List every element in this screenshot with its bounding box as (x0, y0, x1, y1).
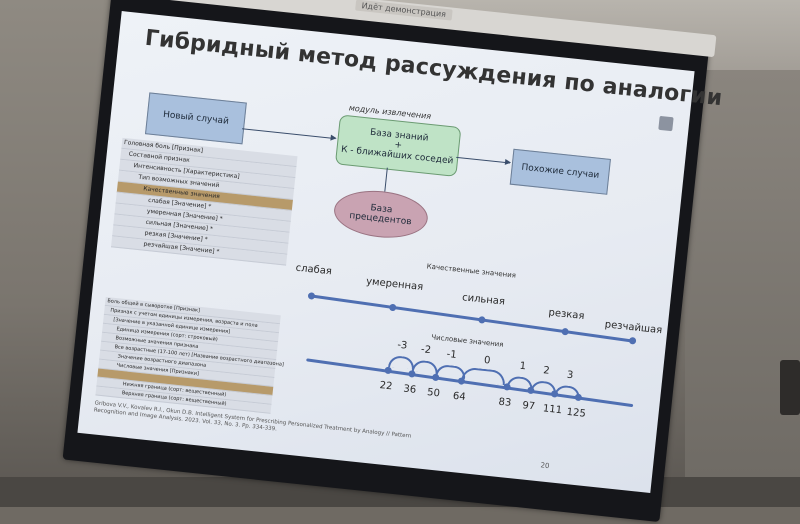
slide: Гибридный метод рассуждения по аналогии … (77, 11, 723, 493)
numeric-point (457, 376, 465, 385)
qualitative-label: умеренная (365, 276, 424, 294)
numeric-point (574, 393, 582, 401)
arrow-to-similar (456, 156, 511, 164)
offset-label: 3 (566, 369, 574, 382)
qualitative-point (307, 291, 315, 300)
offset-label: 1 (519, 360, 527, 373)
numeric-point (383, 365, 392, 374)
value-label: 111 (542, 403, 563, 417)
similar-cases-box: Похожие случаи (509, 148, 611, 195)
numeric-point (431, 372, 440, 381)
value-label: 22 (379, 380, 393, 393)
numeric-point (550, 389, 558, 398)
value-label: 83 (497, 396, 512, 409)
value-label: 97 (521, 400, 536, 413)
interval-arc (411, 359, 439, 375)
qualitative-point (388, 303, 397, 311)
numeric-point (502, 382, 511, 391)
numeric-scale-line (306, 358, 634, 408)
interval-arc (388, 354, 416, 370)
qualitative-label: сильная (461, 292, 506, 308)
offset-label: -2 (420, 344, 432, 357)
kb-precedents-connector (384, 167, 388, 192)
wall-speaker (780, 360, 800, 415)
qualitative-label: слабая (295, 262, 333, 278)
slide-corner-icon (658, 115, 674, 132)
ontology-tree-qualitative: Головная боль [Признак] Составной призна… (110, 137, 298, 266)
offset-label: 0 (483, 354, 491, 367)
qualitative-caption: Качественные значения (426, 262, 517, 280)
new-case-box: Новый случай (144, 92, 247, 145)
slide-page-number: 20 (540, 461, 550, 471)
value-label: 50 (426, 387, 441, 400)
reference-citation: Gribova V.V., Kovalev R.I., Okun D.B. In… (93, 400, 492, 456)
qualitative-label: резчайшая (604, 319, 663, 337)
qualitative-point (628, 336, 636, 345)
reference-line-2: Recognition and Image Analysis. 2023. Vo… (93, 407, 278, 433)
value-label: 125 (566, 406, 587, 420)
numeric-caption: Числовые значения (430, 333, 504, 349)
ontology-tree-numeric: Боль общей в сыворотке [Признак] Признак… (95, 296, 284, 414)
qualitative-label: резкая (547, 307, 585, 323)
offset-label: -3 (396, 339, 408, 352)
numeric-point (526, 386, 535, 394)
numeric-point (407, 369, 416, 378)
projection-screen: Идёт демонстрация Гибридный метод рассуж… (62, 0, 723, 523)
offset-label: -1 (446, 348, 458, 361)
value-label: 64 (452, 390, 467, 404)
arrow-to-kb (242, 128, 336, 140)
qualitative-point (477, 315, 486, 324)
knowledge-base-box: База знаний + К - ближайших соседей (334, 114, 462, 177)
value-label: 36 (402, 383, 417, 396)
precedents-base-ellipse: База прецедентов (331, 186, 431, 243)
right-wall (685, 70, 800, 507)
qualitative-point (560, 327, 569, 335)
precedents-line-2: прецедентов (348, 210, 412, 228)
offset-label: 2 (542, 365, 551, 377)
reference-line-1: Gribova V.V., Kovalev R.I., Okun D.B. In… (94, 400, 412, 440)
